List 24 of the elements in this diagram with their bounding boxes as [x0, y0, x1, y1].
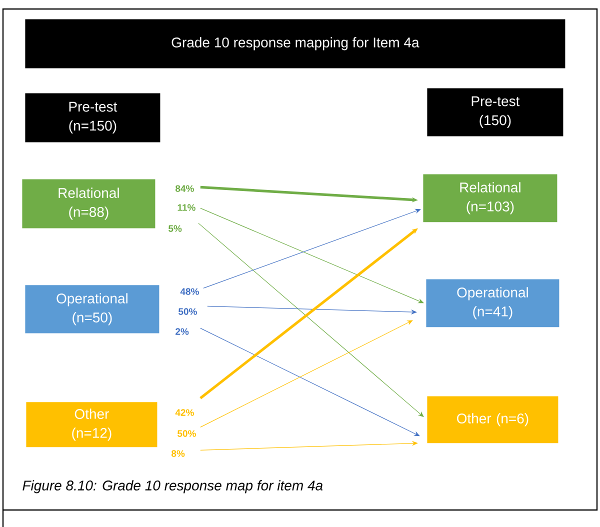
arrow [200, 440, 418, 450]
category-box: Operational (n=50) [25, 285, 160, 334]
edge-label: 50% [178, 308, 197, 315]
edge-label: 42% [175, 409, 194, 416]
category-box: Operational (n=41) [426, 279, 560, 328]
category-box: Relational (n=103) [423, 174, 558, 222]
edge-label: 5% [168, 225, 182, 232]
edge-label: 11% [178, 204, 196, 211]
header-box: Pre-test (150) [427, 88, 564, 136]
category-box: Relational (n=88) [22, 179, 156, 228]
edge-label: 48% [180, 288, 199, 295]
edge-label: 50% [178, 430, 196, 437]
edge-label: 8% [172, 450, 185, 457]
category-box: Other (n=12) [26, 402, 158, 448]
arrow [200, 208, 424, 304]
edge-label: 84% [176, 185, 194, 192]
header-box: Pre-test (n=150) [25, 93, 160, 142]
category-box: Other (n=6) [427, 396, 558, 444]
arrow [200, 328, 420, 436]
arrow [203, 208, 421, 288]
arrow [200, 320, 413, 428]
title-banner: Grade 10 response mapping for Item 4a [25, 19, 566, 68]
caption: Figure 8.10: Grade 10 response map for item 4a [22, 480, 323, 494]
edge-label: 2% [176, 328, 189, 335]
